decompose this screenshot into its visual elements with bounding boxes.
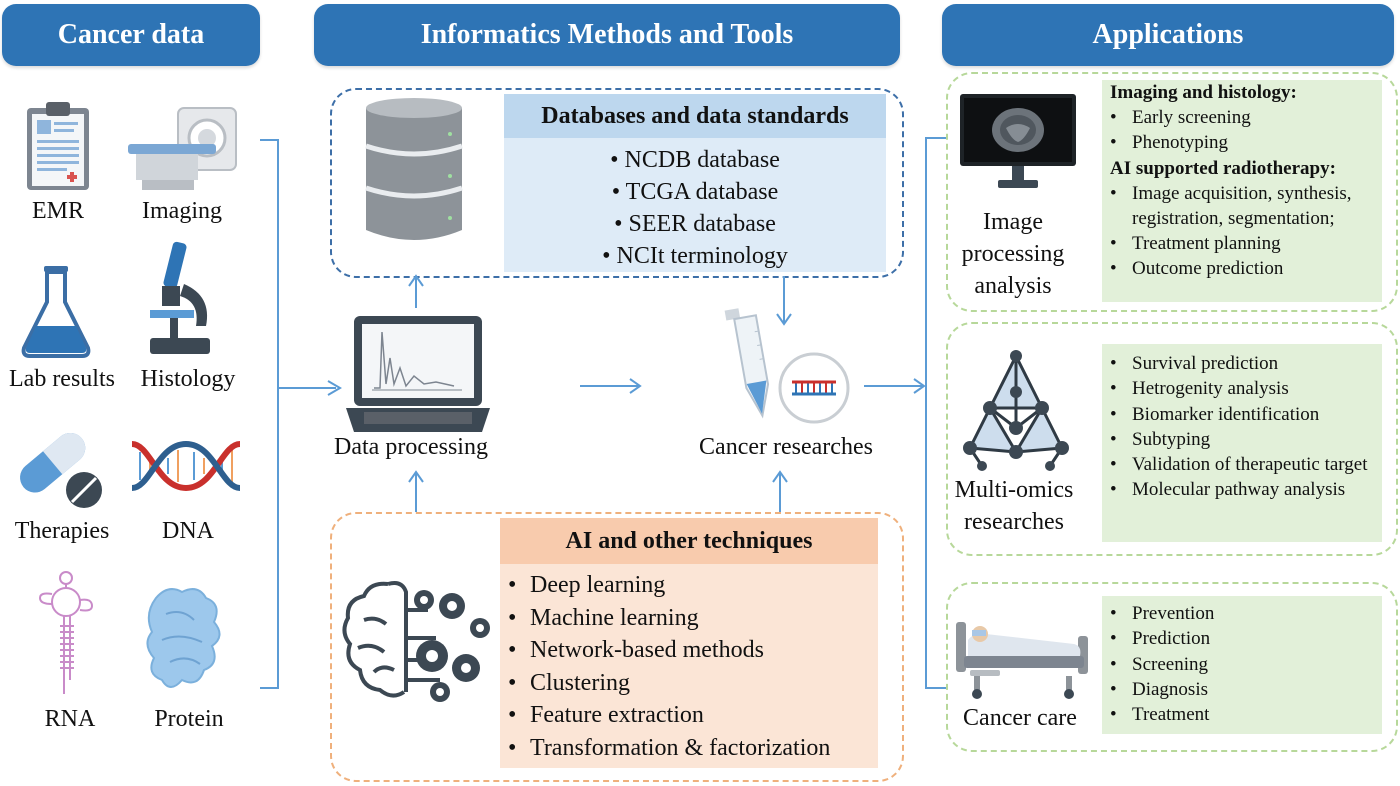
app-item: Early screening	[1110, 105, 1380, 131]
app-item: Subtyping	[1110, 427, 1380, 453]
dna-icon	[130, 438, 242, 494]
app-item: Validation of therapeutic target	[1110, 452, 1380, 478]
cancer-researches-label: Cancer researches	[699, 434, 873, 460]
rna-icon	[36, 570, 96, 700]
molecule-icon	[960, 348, 1072, 472]
app-item: Biomarker identification	[1110, 402, 1380, 428]
ai-item: Transformation & factorization	[508, 732, 878, 765]
database-item: TCGA database	[504, 176, 886, 208]
applications-header: Applications	[942, 4, 1394, 66]
brain-gears-icon	[340, 576, 496, 706]
multi-omics-list: Survival prediction Hetrogenity analysis…	[1110, 351, 1380, 503]
cancer-data-header: Cancer data	[2, 4, 260, 66]
database-item: NCIt terminology	[504, 240, 886, 272]
ai-box	[330, 512, 904, 782]
imaging-histology-heading: Imaging and histology:	[1110, 82, 1297, 103]
laptop-icon	[344, 314, 492, 434]
database-item: NCDB database	[504, 144, 886, 176]
test-tube-icon	[706, 302, 856, 432]
image-processing-list: Imaging and histology: Early screening P…	[1110, 80, 1380, 282]
app-item: Diagnosis	[1110, 677, 1380, 703]
cancer-care-label: Cancer care	[963, 705, 1077, 731]
cancer-care-box	[946, 582, 1398, 752]
data-type-histology: Histology	[140, 366, 236, 392]
ai-item: Clustering	[508, 667, 878, 700]
app-item: Prevention	[1110, 601, 1380, 627]
ai-item: Deep learning	[508, 569, 878, 602]
ai-title: AI and other techniques	[500, 518, 878, 564]
data-type-dna: DNA	[162, 518, 214, 544]
app-item: Survival prediction	[1110, 351, 1380, 377]
data-type-therapies: Therapies	[14, 518, 110, 544]
ai-item: Feature extraction	[508, 699, 878, 732]
data-type-protein: Protein	[154, 706, 224, 732]
methods-header: Informatics Methods and Tools	[314, 4, 900, 66]
app-item: Screening	[1110, 652, 1380, 678]
data-processing-label: Data processing	[334, 434, 488, 460]
app-item: Hetrogenity analysis	[1110, 376, 1380, 402]
ai-item: Machine learning	[508, 602, 878, 635]
data-type-emr: EMR	[31, 198, 84, 224]
pills-icon	[12, 424, 106, 510]
databases-box	[330, 88, 904, 278]
ct-scanner-icon	[126, 106, 240, 192]
app-item: Treatment	[1110, 702, 1380, 728]
microscope-icon	[148, 240, 214, 356]
app-item: Phenotyping	[1110, 130, 1380, 156]
hospital-bed-icon	[954, 612, 1094, 700]
monitor-icon	[958, 92, 1078, 190]
flask-icon	[20, 264, 92, 358]
app-item: Outcome prediction	[1110, 256, 1380, 282]
cancer-data-bracket	[258, 138, 348, 692]
cancer-care-list: Prevention Prediction Screening Diagnosi…	[1110, 601, 1380, 728]
multi-omics-label: Multi-omics researches	[954, 477, 1074, 535]
multi-omics-box	[946, 322, 1398, 556]
clipboard-icon	[24, 100, 92, 192]
image-processing-box	[946, 72, 1398, 312]
data-type-imaging: Imaging	[142, 198, 222, 224]
image-processing-label: Image processing analysis	[961, 209, 1065, 299]
databases-title: Databases and data standards	[504, 94, 886, 138]
protein-icon	[142, 584, 226, 696]
ai-list: Deep learning Machine learning Network-b…	[508, 569, 878, 764]
data-type-rna: RNA	[44, 706, 96, 732]
databases-list: NCDB database TCGA database SEER databas…	[504, 144, 886, 272]
ai-item: Network-based methods	[508, 634, 878, 667]
app-item: Molecular pathway analysis	[1110, 477, 1380, 503]
radiotherapy-heading: AI supported radiotherapy:	[1110, 157, 1336, 179]
database-item: SEER database	[504, 208, 886, 240]
data-type-lab-results: Lab results	[9, 366, 115, 392]
database-icon	[364, 96, 464, 242]
app-item: Image acquisition, synthesis, registrati…	[1110, 181, 1380, 232]
app-item: Prediction	[1110, 626, 1380, 652]
app-item: Treatment planning	[1110, 231, 1380, 257]
